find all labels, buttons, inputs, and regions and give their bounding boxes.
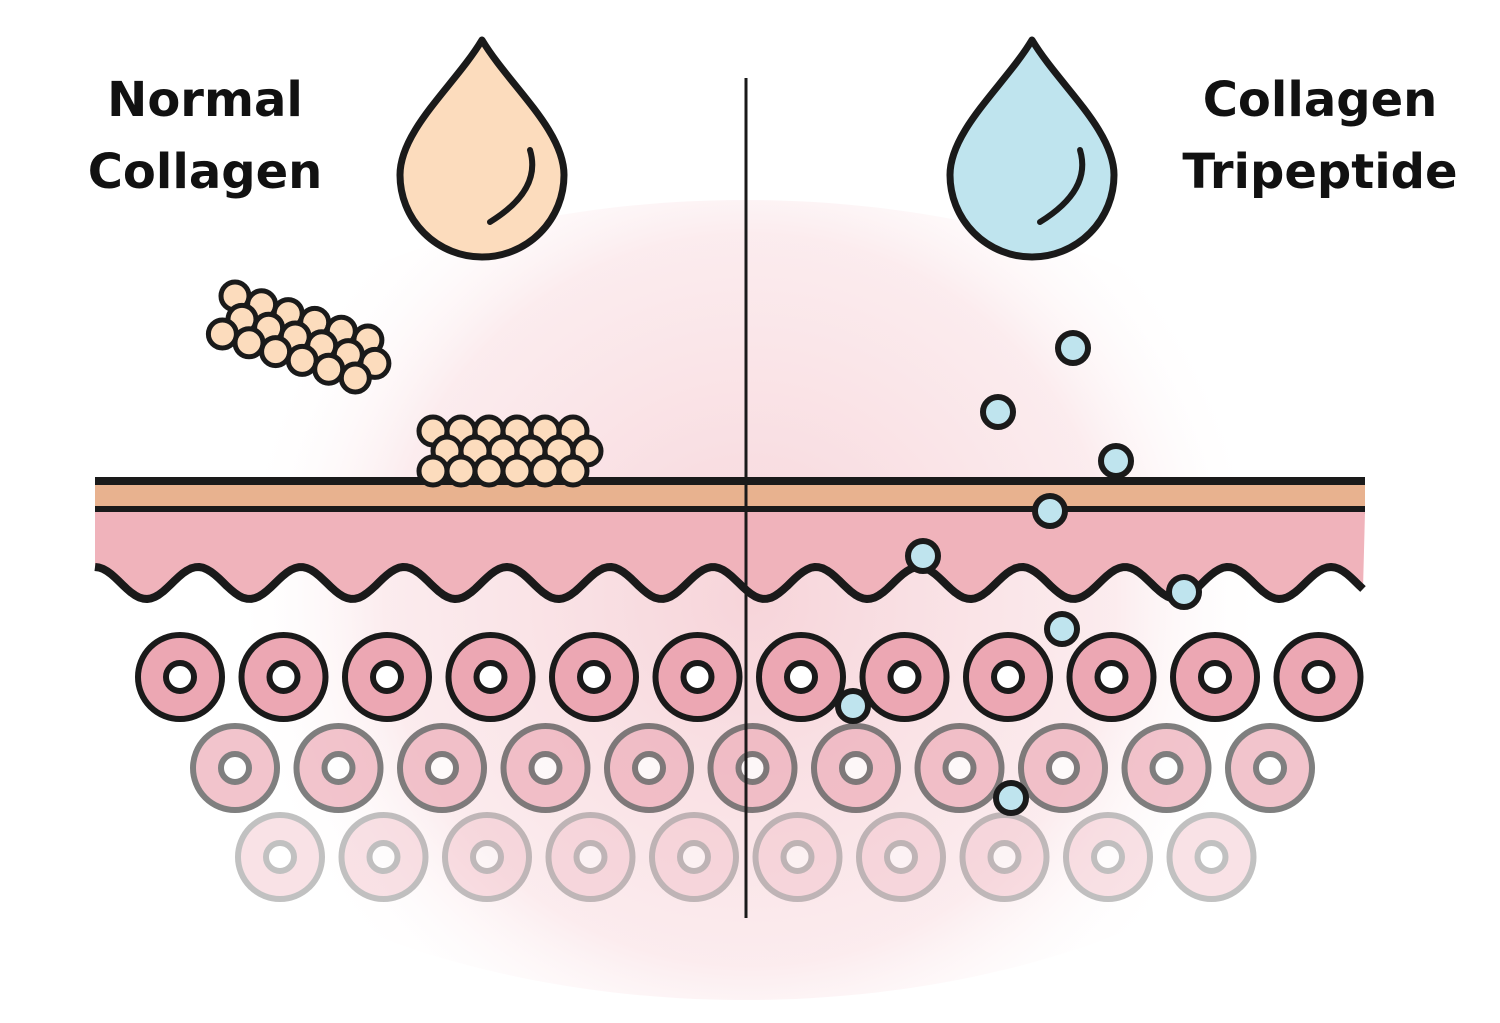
collagen-bead — [259, 335, 293, 369]
left-drop-shape — [396, 36, 568, 261]
normal-collagen-title: Normal Collagen — [60, 64, 350, 208]
skin-layers — [94, 477, 1366, 603]
right-drop-highlight — [1037, 147, 1086, 225]
skin-cell — [1273, 632, 1364, 722]
tripeptide-particles — [835, 330, 1202, 816]
collagen-bead — [312, 352, 346, 386]
collagen-clumps — [205, 279, 604, 488]
skin-cell — [1018, 723, 1108, 813]
skin-cell — [342, 632, 432, 722]
collagen-bead — [232, 326, 266, 360]
collagen-bead — [472, 454, 506, 488]
skin-cell — [959, 812, 1050, 902]
skin-cell — [963, 632, 1053, 722]
skin-cell — [1225, 723, 1315, 813]
skin-cell — [1121, 723, 1212, 813]
skin-cell — [752, 812, 843, 902]
skin-cells — [135, 632, 1364, 902]
liquid-drop-icon — [946, 36, 1118, 261]
skin-cell — [914, 723, 1005, 813]
skin-cell — [707, 723, 798, 813]
right-drop-shape — [946, 36, 1118, 261]
skin-cell — [442, 812, 532, 902]
tripeptide-particle — [1098, 443, 1134, 479]
collagen-bead — [500, 454, 534, 488]
skin-cell — [500, 723, 591, 813]
dermis-wave-line — [94, 563, 1366, 603]
skin-cell — [756, 632, 846, 722]
normal-collagen-title-line1: Normal — [107, 72, 303, 128]
tripeptide-particle — [905, 538, 941, 574]
skin-cell — [1066, 632, 1157, 722]
collagen-tripeptide-title-line1: Collagen — [1202, 72, 1438, 128]
collagen-tripeptide-title-line2: Tripeptide — [1182, 144, 1458, 200]
epidermis-band — [95, 484, 1365, 508]
tripeptide-particle — [993, 780, 1029, 816]
skin-cell — [604, 723, 694, 813]
collagen-bead — [444, 454, 478, 488]
collagen-clump — [416, 414, 604, 488]
tripeptide-particle — [980, 394, 1016, 430]
tripeptide-particle — [1032, 493, 1068, 529]
liquid-drop-icon — [396, 36, 568, 261]
skin-cell — [338, 812, 429, 902]
collagen-tripeptide-title: Collagen Tripeptide — [1170, 64, 1470, 208]
skin-cell — [811, 723, 901, 813]
left-drop-highlight — [487, 147, 536, 225]
skin-cell — [445, 632, 536, 722]
collagen-bead — [528, 454, 562, 488]
collagen-bead — [205, 317, 239, 351]
skin-cell — [652, 632, 743, 722]
collagen-bead — [338, 361, 372, 395]
tripeptide-particle — [1055, 330, 1091, 366]
collagen-bead — [556, 454, 590, 488]
tripeptide-particle — [1166, 574, 1202, 610]
skin-cell — [859, 632, 950, 722]
tripeptide-particle — [1044, 611, 1080, 647]
skin-cell — [293, 723, 384, 813]
skin-cell — [649, 812, 739, 902]
collagen-bead — [285, 343, 319, 377]
skin-cell — [190, 723, 280, 813]
skin-cell — [135, 632, 225, 722]
collagen-bead — [416, 454, 450, 488]
skin-cell — [1166, 812, 1257, 902]
collagen-clump — [205, 279, 392, 395]
skin-cell — [1063, 812, 1153, 902]
skin-cell — [549, 632, 639, 722]
skin-cell — [235, 812, 325, 902]
skin-cell — [545, 812, 636, 902]
skin-cell — [1170, 632, 1260, 722]
skin-cell — [238, 632, 329, 722]
skin-cell — [397, 723, 487, 813]
tripeptide-particle — [835, 688, 871, 724]
normal-collagen-title-line2: Collagen — [87, 144, 323, 200]
skin-cell — [856, 812, 946, 902]
